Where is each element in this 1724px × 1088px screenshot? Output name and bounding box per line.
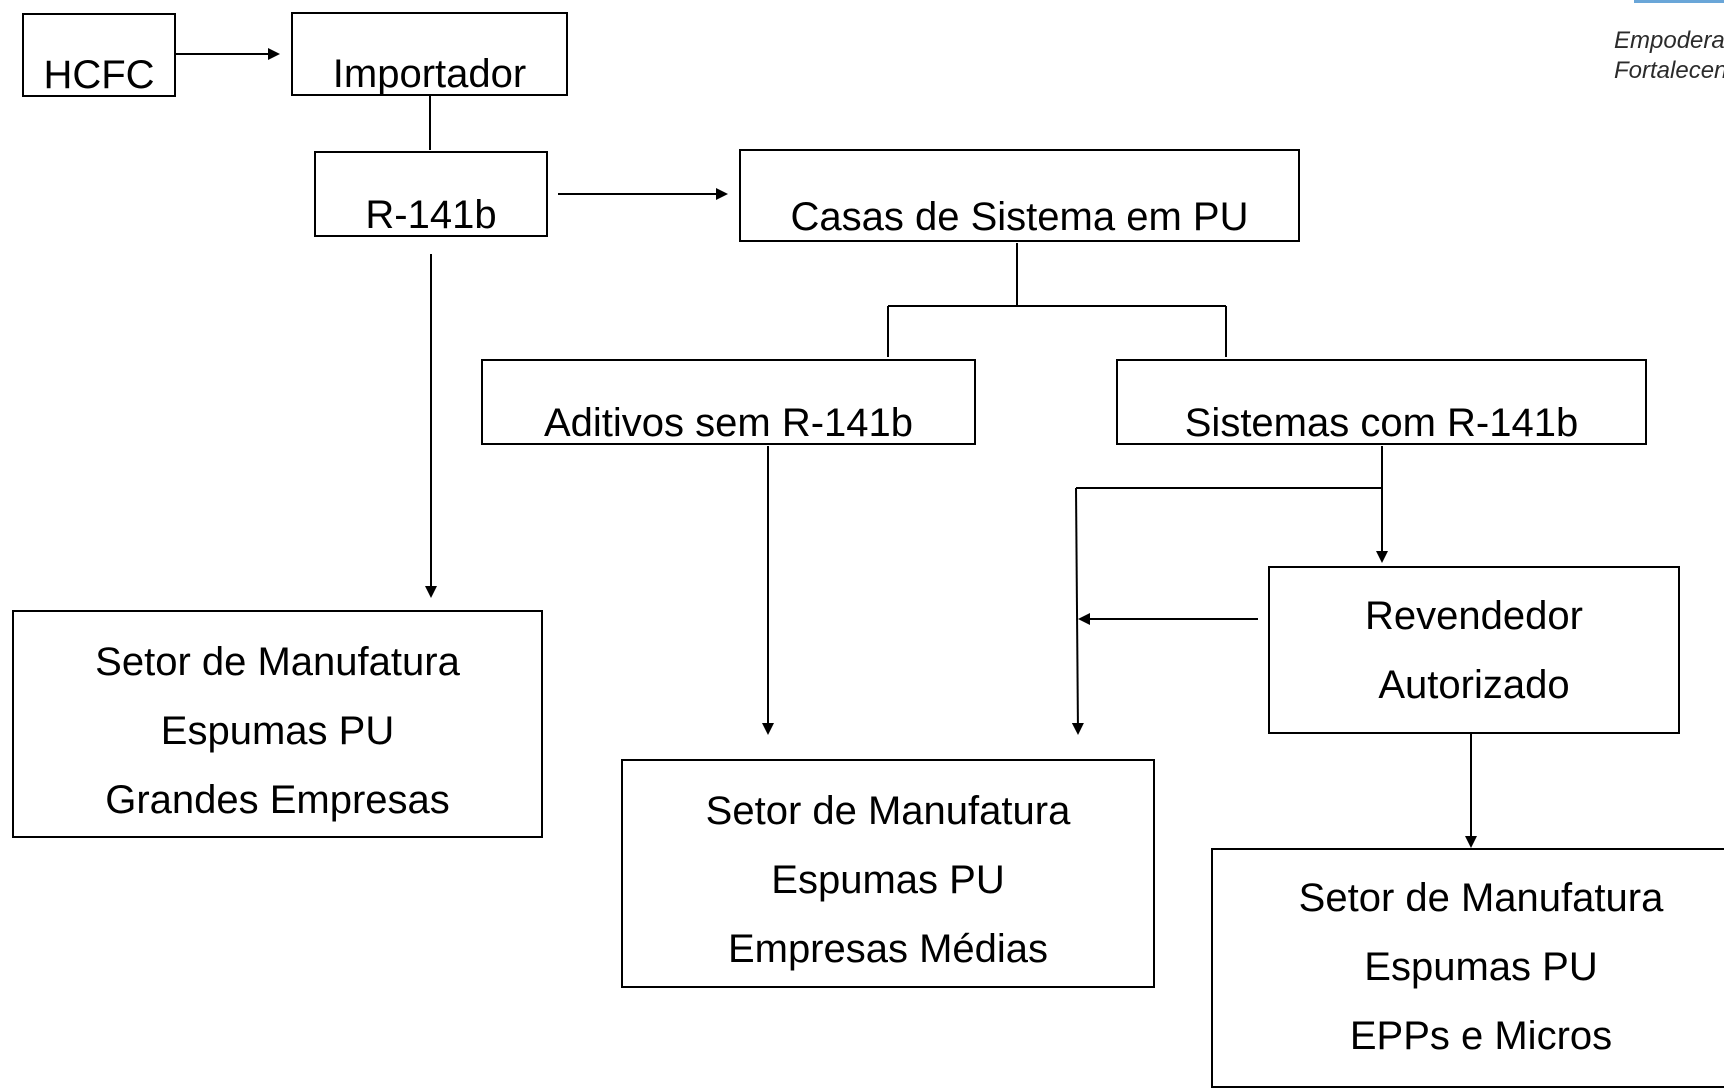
node-epps-text: Setor de Manufatura Espumas PU EPPs e Mi… [1213,864,1724,1071]
node-revendedor-line-1: Revendedor [1365,594,1583,638]
node-medias-line-1: Setor de Manufatura [705,789,1071,833]
node-epps-line-1: Setor de Manufatura [1298,876,1664,920]
node-sistemas: Sistemas com R-141b [1116,359,1647,445]
node-medias-line-2: Espumas PU [771,858,1005,902]
node-epps-micros: Setor de Manufatura Espumas PU EPPs e Mi… [1211,848,1724,1088]
node-grandes-line-3: Grandes Empresas [105,778,450,822]
node-medias-text: Setor de Manufatura Espumas PU Empresas … [623,777,1153,984]
node-hcfc: HCFC [22,13,176,97]
arrow-branch-medias [1071,487,1084,735]
corner-text-line-1: Empoderand [1614,27,1724,54]
node-r141b-label: R-141b [365,193,497,237]
node-grandes-empresas: Setor de Manufatura Espumas PU Grandes E… [12,610,543,838]
node-importador-label: Importador [332,52,527,96]
node-aditivos: Aditivos sem R-141b [481,359,976,445]
corner-logo-bar [1634,0,1724,3]
corner-text-line-2: Fortalecendo [1614,57,1724,84]
node-hcfc-label: HCFC [43,53,155,97]
node-grandes-line-2: Espumas PU [160,709,395,753]
node-epps-line-3: EPPs e Micros [1349,1014,1613,1058]
node-casas: Casas de Sistema em PU [739,149,1300,242]
node-medias-line-3: Empresas Médias [727,927,1049,971]
node-grandes-line-1: Setor de Manufatura [95,640,460,684]
node-sistemas-label: Sistemas com R-141b [1184,401,1579,445]
node-revendedor-line-2: Autorizado [1378,663,1570,707]
node-aditivos-label: Aditivos sem R-141b [543,401,914,445]
node-revendedor-text: Revendedor Autorizado [1270,582,1678,720]
node-grandes-text: Setor de Manufatura Espumas PU Grandes E… [14,628,541,835]
corner-text: Empoderand Fortalecendo [1614,26,1724,86]
node-revendedor: Revendedor Autorizado [1268,566,1680,734]
node-empresas-medias: Setor de Manufatura Espumas PU Empresas … [621,759,1155,988]
node-epps-line-2: Espumas PU [1364,945,1598,989]
node-importador: Importador [291,12,568,96]
node-casas-label: Casas de Sistema em PU [790,195,1249,239]
node-r141b: R-141b [314,151,548,237]
